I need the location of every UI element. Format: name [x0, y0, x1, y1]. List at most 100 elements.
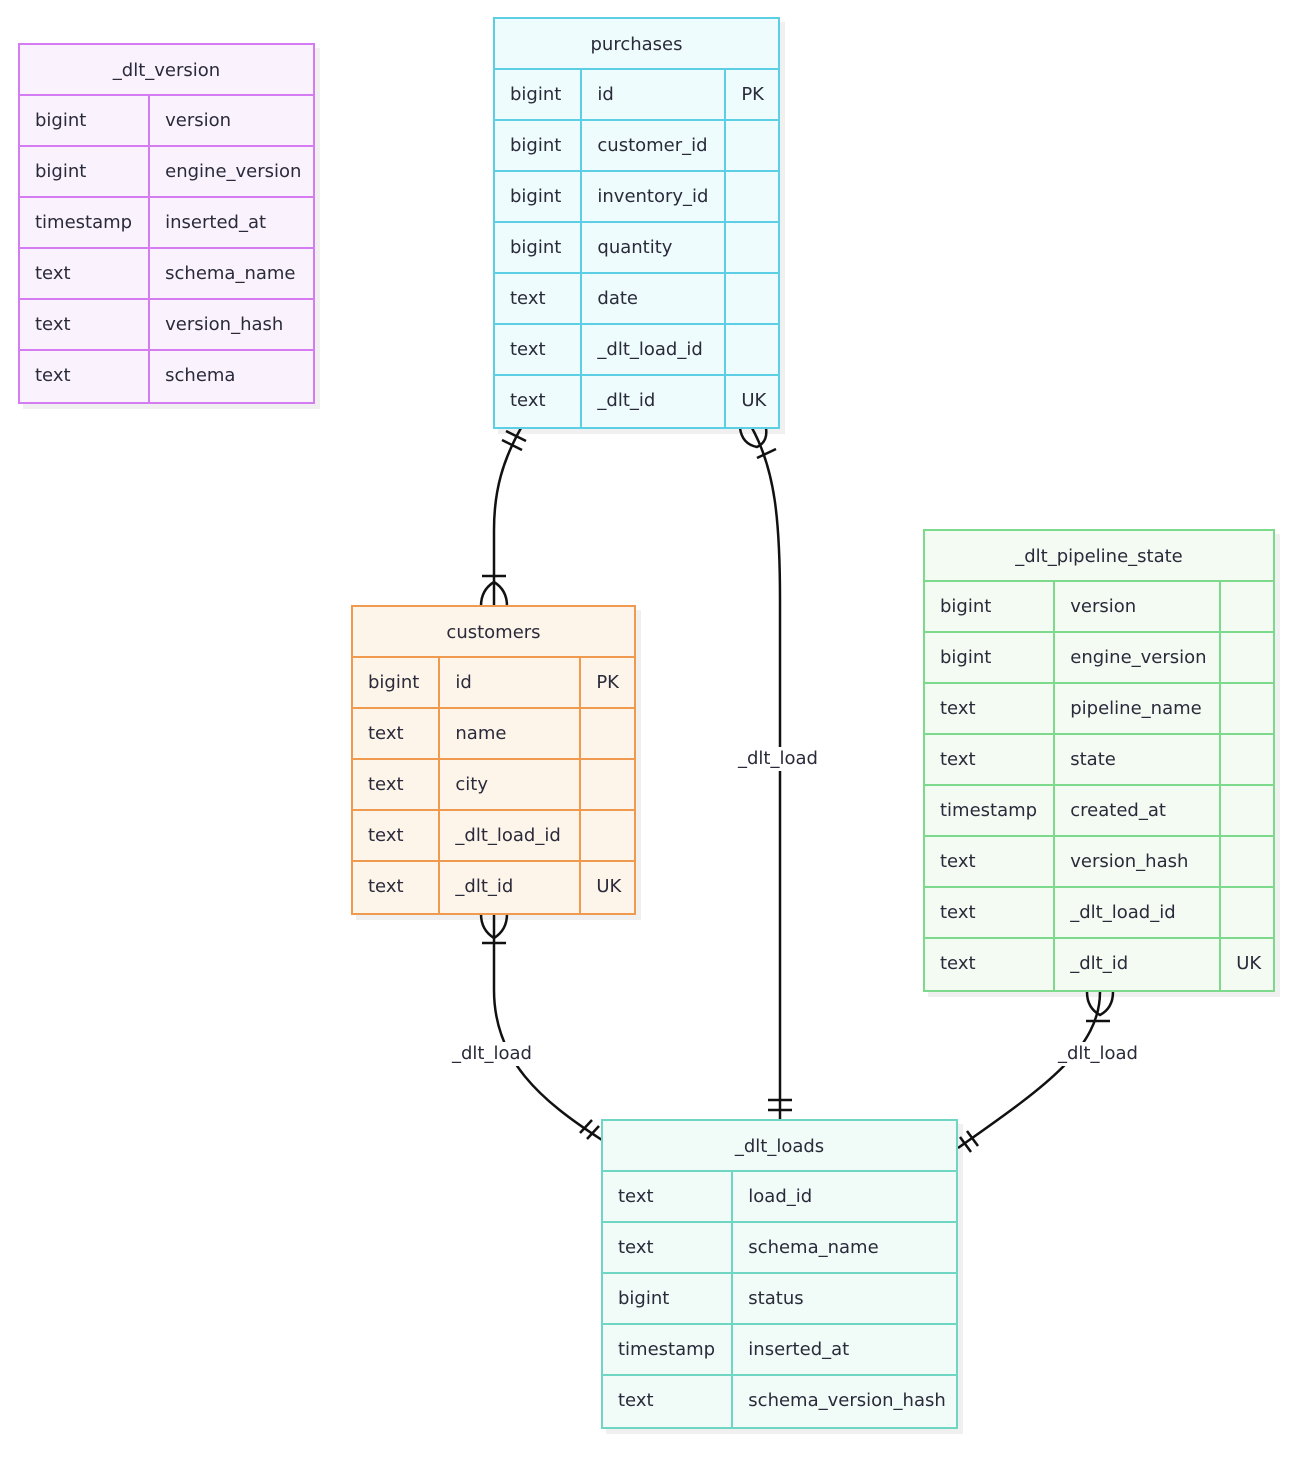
- attribute-type: text: [368, 723, 404, 744]
- attribute-type: text: [618, 1186, 654, 1207]
- attribute-name: created_at: [1053, 786, 1219, 835]
- attribute-name: schema_name: [731, 1223, 956, 1272]
- attribute-type: text: [368, 825, 404, 846]
- attribute-type: timestamp: [35, 212, 133, 233]
- attribute-name: version_hash: [1053, 837, 1219, 886]
- edge-customers-dlt-loads: [492, 914, 603, 1142]
- attribute-type: bigint: [510, 237, 562, 258]
- edge-purchases-customers: [492, 427, 523, 606]
- marker-many-pipeline-state-crowfoot: [1085, 991, 1115, 1017]
- attribute-name: customer_id: [580, 121, 724, 170]
- attribute-type: text: [940, 851, 976, 872]
- attribute-type: text: [940, 902, 976, 923]
- attribute-name: inventory_id: [580, 172, 724, 221]
- attribute-row: text city: [353, 760, 634, 811]
- attribute-row: bigint status: [603, 1274, 956, 1325]
- attribute-name: schema: [148, 351, 313, 402]
- attribute-type: text: [618, 1390, 654, 1411]
- attribute-name: id: [438, 658, 579, 707]
- attribute-type: bigint: [510, 135, 562, 156]
- attribute-name: name: [438, 709, 579, 758]
- attribute-type: text: [940, 749, 976, 770]
- marker-many-customers-crowfoot: [479, 580, 509, 607]
- attribute-name: state: [1053, 735, 1219, 784]
- attribute-row: text version_hash: [925, 837, 1273, 888]
- attribute-name: _dlt_load_id: [580, 325, 724, 374]
- attribute-row: text_dlt_load_id: [925, 888, 1273, 939]
- attribute-key: [579, 811, 634, 860]
- entity-title: _dlt_pipeline_state: [925, 531, 1273, 582]
- attribute-type: bigint: [510, 84, 562, 105]
- attribute-name: schema_version_hash: [731, 1376, 956, 1427]
- relationship-label-pipeline-state-loads: _dlt_load: [1057, 1042, 1139, 1066]
- marker-one-purchases-bottom: [501, 438, 523, 452]
- attribute-row: text state: [925, 735, 1273, 786]
- attribute-key: [1219, 684, 1273, 733]
- marker-one-dlt-loads-right-bar1: [958, 1136, 973, 1153]
- attribute-key: UK: [1219, 939, 1273, 990]
- attribute-name: _dlt_id: [580, 376, 724, 427]
- attribute-key: [724, 121, 778, 170]
- entity-title: _dlt_version: [20, 45, 313, 96]
- attribute-name: engine_version: [148, 147, 313, 196]
- attribute-row: bigint inventory_id: [495, 172, 778, 223]
- attribute-type: text: [510, 339, 546, 360]
- attribute-key: PK: [724, 70, 778, 119]
- attribute-row: text _dlt_load_id: [495, 325, 778, 376]
- attribute-type: text: [368, 774, 404, 795]
- entity-title: _dlt_loads: [603, 1121, 956, 1172]
- marker-many-customers-bottom-crowfoot: [479, 913, 509, 940]
- attribute-type: bigint: [510, 186, 562, 207]
- attribute-type: text: [940, 953, 976, 974]
- attribute-name: status: [731, 1274, 956, 1323]
- edge-pipeline-state-dlt-loads: [957, 991, 1102, 1150]
- attribute-type: text: [35, 314, 71, 335]
- attribute-key: [579, 760, 634, 809]
- attribute-name: city: [438, 760, 579, 809]
- attribute-key: [1219, 735, 1273, 784]
- attribute-name: _dlt_id: [1053, 939, 1219, 990]
- attribute-type: bigint: [940, 596, 992, 617]
- attribute-row: text_dlt_load_id: [353, 811, 634, 862]
- attribute-row: timestamp created_at: [925, 786, 1273, 837]
- attribute-row: text schema_version_hash: [603, 1376, 956, 1427]
- entity-title: purchases: [495, 19, 778, 70]
- attribute-type: timestamp: [940, 800, 1038, 821]
- attribute-key: [1219, 888, 1273, 937]
- attribute-key: [1219, 633, 1273, 682]
- marker-one-purchases-top: [505, 429, 527, 443]
- marker-one-dlt-loads-left-bar2: [586, 1125, 600, 1140]
- entity-title: customers: [353, 607, 634, 658]
- attribute-name: version_hash: [148, 300, 313, 349]
- attribute-key: [724, 274, 778, 323]
- attribute-type: text: [368, 876, 404, 897]
- attribute-name: _dlt_id: [438, 862, 579, 913]
- marker-one-dlt-loads-right-bar2: [965, 1130, 980, 1147]
- attribute-key: [724, 172, 778, 221]
- attribute-name: version: [148, 96, 313, 145]
- attribute-type: bigint: [35, 161, 87, 182]
- attribute-name: version: [1053, 582, 1219, 631]
- attribute-name: schema_name: [148, 249, 313, 298]
- attribute-key: PK: [579, 658, 634, 707]
- attribute-name: engine_version: [1053, 633, 1219, 682]
- attribute-type: text: [35, 365, 71, 386]
- attribute-row: bigint version: [925, 582, 1273, 633]
- attribute-type: bigint: [618, 1288, 670, 1309]
- attribute-key: [1219, 837, 1273, 886]
- edge-purchases-dlt-loads: [750, 427, 782, 1120]
- attribute-key: [724, 223, 778, 272]
